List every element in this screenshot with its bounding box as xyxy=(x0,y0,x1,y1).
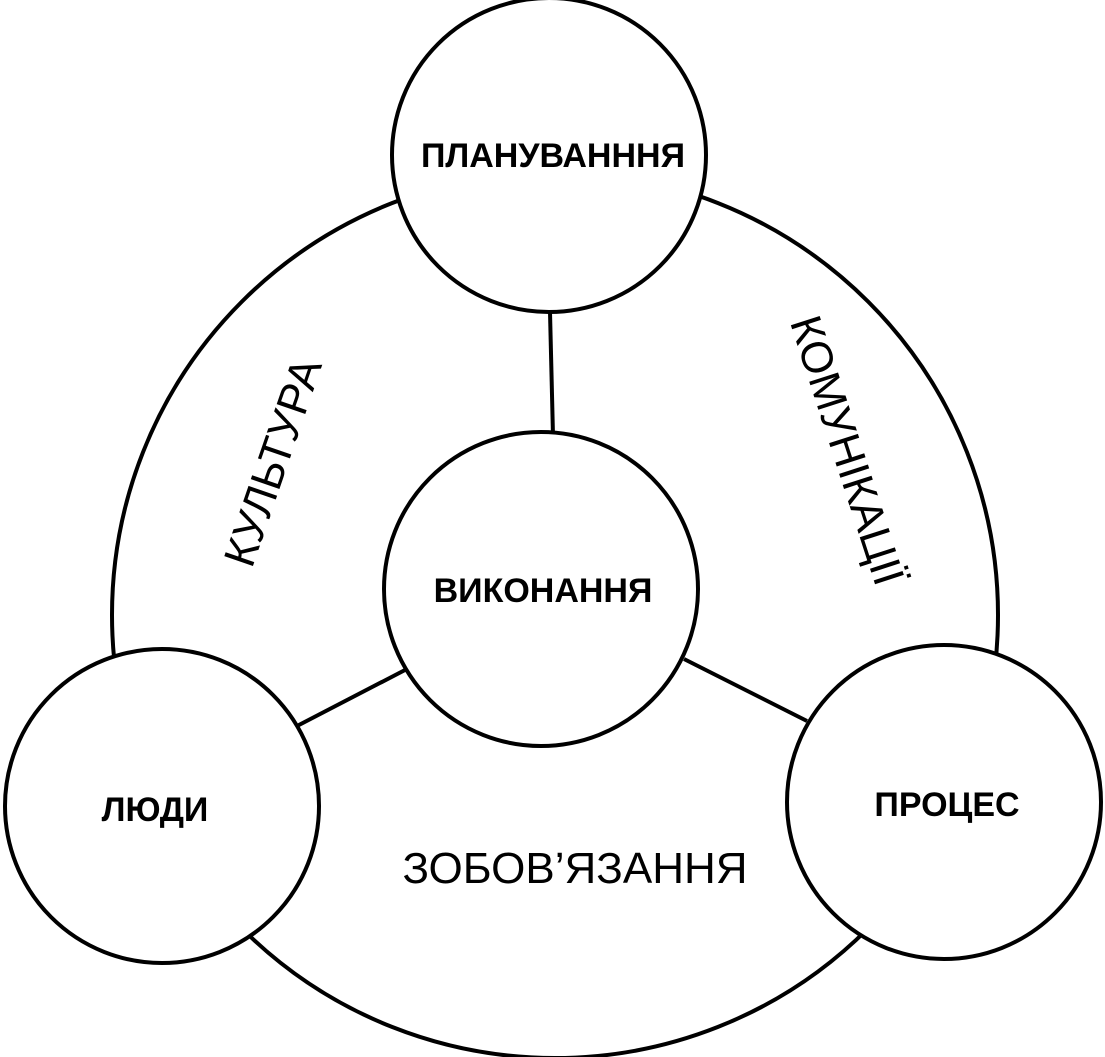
node-planning xyxy=(390,0,708,314)
label-people: ЛЮДИ xyxy=(102,791,209,829)
connector-planning xyxy=(548,311,555,437)
label-execution: ВИКОНАННЯ xyxy=(434,572,653,610)
label-commitment: ЗОБОВ’ЯЗАННЯ xyxy=(402,844,747,893)
node-process xyxy=(785,643,1103,961)
node-execution xyxy=(382,430,700,748)
connector-people xyxy=(296,668,406,728)
label-culture: КУЛЬТУРА xyxy=(215,351,332,572)
label-communications: КОМУНІКАЦІЇ xyxy=(780,310,913,592)
node-people xyxy=(3,647,321,965)
label-process: ПРОЦЕС xyxy=(874,786,1019,824)
connector-process xyxy=(683,657,808,723)
label-planning: ПЛАНУВАНННЯ xyxy=(421,137,685,175)
